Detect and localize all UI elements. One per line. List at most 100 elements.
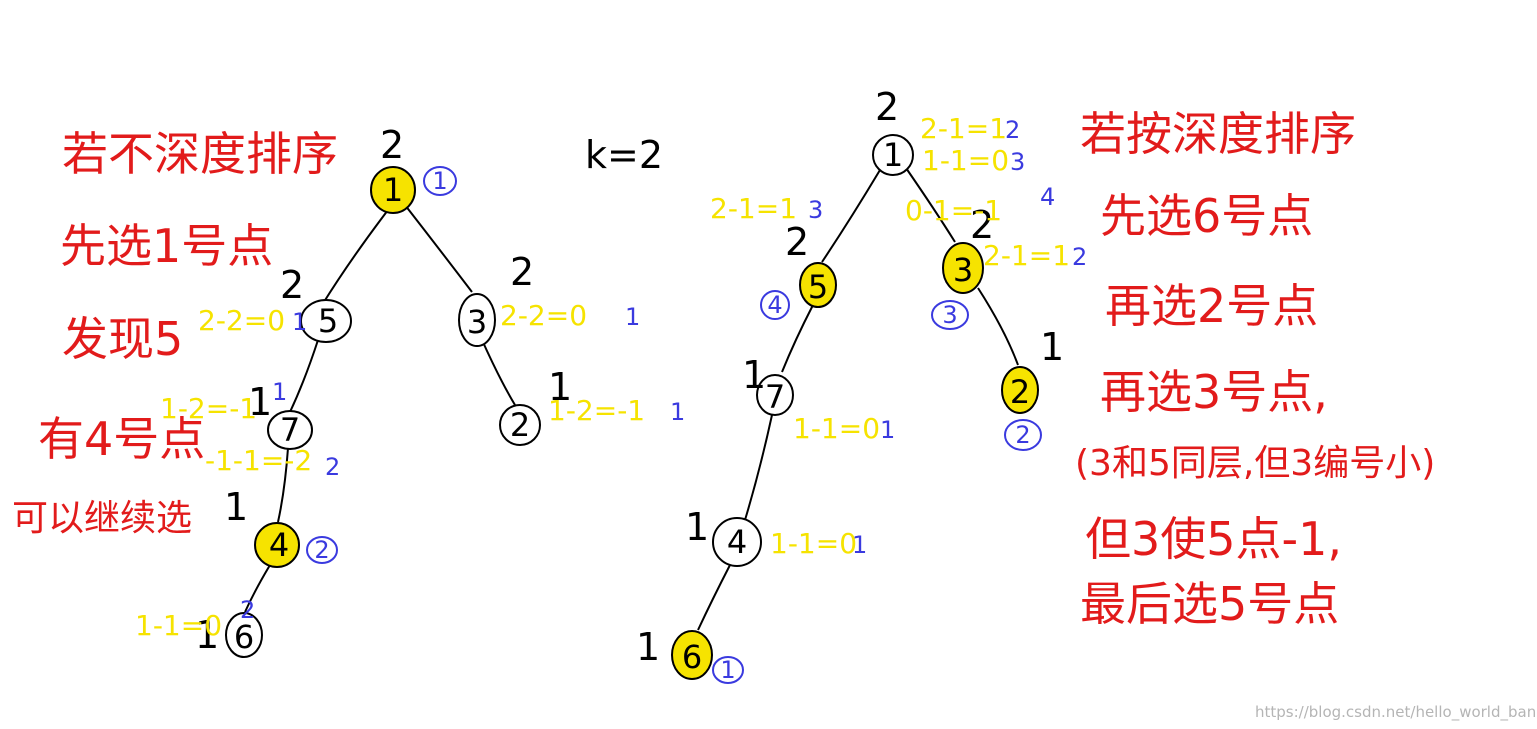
calc-label: 1-1=0 [922,144,1009,177]
left-node-3: 3 [458,293,496,347]
right-node-5: 5 [799,262,837,308]
left-node-7: 7 [267,410,313,450]
order-label: 1 [880,416,895,444]
calc-label: 0-1=-1 [905,194,1002,227]
right-yellow-calcs: 2-1=1 1-1=0 0-1=-1 2-1=1 2-1=1 1-1=0 1-1… [710,112,1070,560]
calc-label: 2-1=1 [710,192,797,225]
order-label: 1 [432,167,447,195]
edge-4-6 [244,564,271,613]
order-circle-label: 1 [720,656,735,684]
right-node-6: 6 [671,630,713,680]
edge-3-2 [977,287,1019,366]
depth-tag: 2 [785,220,809,264]
order-label: 1 [670,398,685,426]
note-line: 再选2号点 [1105,279,1318,333]
note-line: 发现5 [62,312,183,366]
left-tree-edges [244,204,516,613]
depth-tag: 2 [875,85,899,129]
note-line: 先选1号点 [60,219,273,273]
left-node-4: 4 [254,522,300,568]
node-label: 1 [383,171,403,209]
note-line: 先选6号点 [1100,189,1313,243]
left-notes: 若不深度排序 先选1号点 发现5 有4号点 可以继续选 [12,127,338,539]
order-circle-label: 2 [1015,421,1030,449]
note-line: 若不深度排序 [62,127,338,181]
left-node-1: 1 [370,166,416,214]
node-label: 3 [467,303,487,341]
order-label: 1 [625,303,640,331]
node-label: 2 [510,406,530,444]
edge-7-4 [744,414,773,521]
depth-tag: 1 [224,485,248,529]
right-blue-orders: 2 3 4 3 2 1 1 4 3 2 1 [712,116,1087,684]
edge-7-4 [277,447,289,523]
depth-tag: 1 [636,625,660,669]
calc-label: 2-2=0 [500,299,587,332]
right-node-1: 1 [872,134,914,176]
note-line: 但3使5点-1, [1085,512,1342,566]
depth-tag: 1 [248,380,272,424]
calc-label: 2-1=1 [983,239,1070,272]
right-node-7: 7 [756,374,794,416]
note-line: 最后选5号点 [1080,577,1339,631]
node-label: 3 [953,251,973,289]
depth-tag: 1 [195,613,219,657]
left-node-2: 2 [499,404,541,446]
calc-label: 1-1=0 [135,609,222,642]
calc-label: 2-2=0 [198,304,285,337]
order-label: 1 [852,531,867,559]
order-label: 4 [1040,183,1055,211]
order-label: 2 [314,536,329,564]
edge-1-3 [905,167,956,243]
right-tree-edges [697,167,1019,631]
order-label: 1 [292,308,307,336]
note-line: (3和5同层,但3编号小) [1075,443,1435,484]
order-label: 2 [240,596,255,624]
node-label: 4 [727,523,747,561]
watermark: https://blog.csdn.net/hello_world_banni [1255,703,1537,722]
note-line: 若按深度排序 [1080,107,1356,161]
node-label: 2 [1010,373,1030,411]
node-label: 4 [269,526,289,564]
calc-label: -1-1=-2 [205,444,312,477]
left-node-6: 6 [225,612,263,658]
calc-label: 1-2=-1 [548,394,645,427]
note-line: 有4号点 [38,412,205,466]
node-label: 6 [234,618,254,656]
edge-1-3 [404,204,473,293]
right-node-2: 2 [1001,366,1039,414]
node-label: 5 [318,302,338,340]
depth-tag: 2 [380,123,404,167]
left-yellow-calcs: 2-2=0 2-2=0 1-2=-1 1-2=-1 -1-1=-2 1-1=0 [135,299,645,642]
calc-label: 2-1=1 [920,112,1007,145]
k-label: k=2 [585,133,663,177]
edge-1-5 [821,169,881,263]
order-circle-label: 3 [942,301,957,329]
edge-1-5 [321,209,389,306]
note-line: 可以继续选 [12,498,192,539]
depth-tag: 1 [742,353,766,397]
depth-tag: 2 [280,263,304,307]
node-label: 1 [883,136,903,174]
node-label: 5 [808,268,828,306]
note-line: 再选3号点, [1100,365,1328,419]
left-blue-orders: 1 1 1 1 1 2 2 2 [240,166,685,624]
right-node-4: 4 [712,517,762,567]
edge-3-2 [481,339,516,406]
calc-label: 1-2=-1 [160,392,257,425]
right-notes: 若按深度排序 先选6号点 再选2号点 再选3号点, (3和5同层,但3编号小) … [1075,107,1435,631]
left-node-5: 5 [300,299,352,343]
depth-tag: 2 [510,250,534,294]
left-depth-tags: 2 2 2 1 1 1 1 [195,123,572,657]
order-label: 3 [808,196,823,224]
depth-tag: 2 [970,203,994,247]
depth-tag: 1 [548,365,572,409]
node-label: 7 [280,411,300,449]
depth-tag: 1 [1040,325,1064,369]
calc-label: 1-1=0 [770,527,857,560]
edge-5-7 [289,339,319,413]
depth-tag: 1 [685,505,709,549]
node-label: 6 [682,638,702,676]
node-label: 7 [765,378,785,416]
